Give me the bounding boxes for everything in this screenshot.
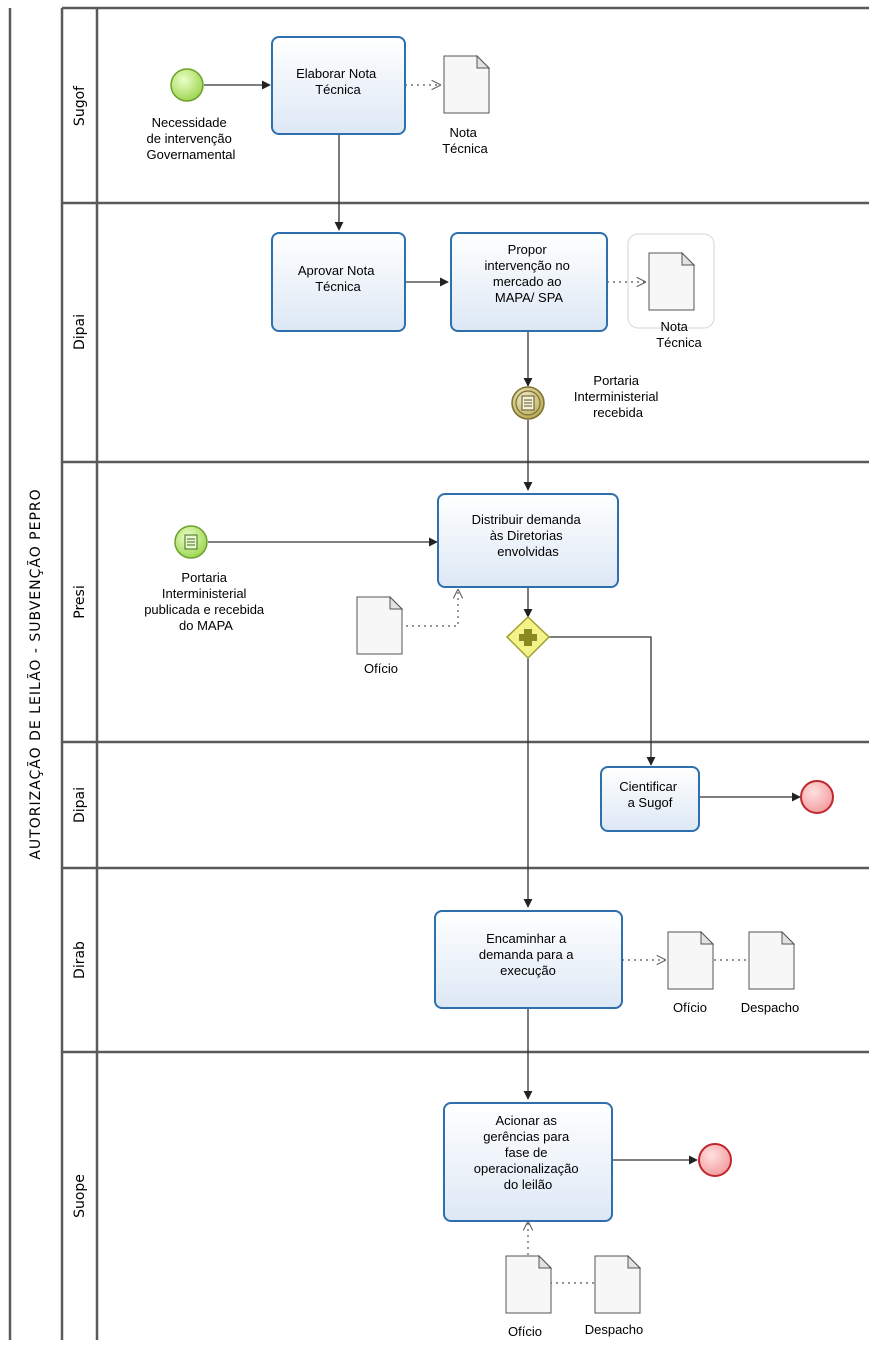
lane-label-presi: Presi [72, 585, 88, 618]
data-object-oficio-suope[interactable]: Ofício [505, 1254, 553, 1339]
document-icon [356, 596, 403, 655]
parallel-gateway[interactable] [505, 615, 551, 660]
data-object-oficio-dirab[interactable]: Ofício [667, 930, 715, 1015]
start-event-necessidade[interactable]: Necessidade de intervenção Governamental [147, 68, 236, 162]
sequence-flows [204, 80, 801, 1165]
pool: AUTORIZAÇÃO DE LEILÃO - SUBVENÇÃO PEPRO … [8, 6, 869, 1340]
lane-label-suope: Suope [72, 1174, 88, 1218]
document-icon [667, 931, 714, 990]
svg-text:Cientificar a Sugof: Cientificar a Sugof [619, 779, 680, 810]
intermediate-event-portaria-recebida[interactable]: Portaria Interministerial recebida [511, 373, 662, 420]
task-propor-intervencao[interactable]: Propor intervenção no mercado ao MAPA/ S… [450, 232, 608, 332]
lane-label-dirab: Dirab [72, 941, 88, 979]
svg-text:Ofício: Ofício [508, 1324, 542, 1339]
data-object-despacho-suope[interactable]: Despacho [585, 1254, 644, 1337]
svg-text:Nota Técnica: Nota Técnica [442, 125, 488, 156]
svg-text:Ofício: Ofício [364, 661, 398, 676]
svg-text:Portaria Interministeria: Portaria Interministerial recebida [574, 373, 662, 420]
task-elaborar-nota[interactable]: Elaborar Nota Técnica [271, 36, 406, 135]
task-aprovar-nota[interactable]: Aprovar Nota Técnica [271, 232, 406, 332]
lane-label-dipai-1: Dipai [72, 314, 88, 350]
svg-text:Acionar as gerências par: Acionar as gerências para fase de operac… [474, 1113, 582, 1192]
data-object-nota-tecnica-2[interactable]: Nota Técnica [627, 233, 715, 350]
end-event-icon [698, 1143, 732, 1177]
svg-text:Portaria Interministeria: Portaria Interministerial publicada e re… [144, 570, 268, 633]
svg-text:Elaborar Nota Técnica: Elaborar Nota Técnica [296, 66, 380, 97]
svg-text:Encaminhar a demanda par: Encaminhar a demanda para a execução [479, 931, 577, 978]
pool-title: AUTORIZAÇÃO DE LEILÃO - SUBVENÇÃO PEPRO [27, 488, 44, 859]
flow-gateway-to-cientificar [547, 636, 656, 766]
data-object-despacho-dirab[interactable]: Despacho [741, 930, 800, 1015]
task-distribuir-demanda[interactable]: Distribuir demanda às Diretorias envolvi… [437, 493, 619, 588]
svg-text:Despacho: Despacho [741, 1000, 800, 1015]
document-icon [648, 252, 695, 311]
svg-text:Propor intervenção no: Propor intervenção no mercado ao MAPA/ S… [485, 242, 574, 305]
task-encaminhar-demanda[interactable]: Encaminhar a demanda para a execução [434, 910, 623, 1009]
data-object-nota-tecnica-1[interactable]: Nota Técnica [442, 54, 491, 156]
svg-text:Necessidade de intervenç: Necessidade de intervenção Governamental [147, 115, 236, 162]
associations [400, 85, 748, 1284]
lane-label-dipai-2: Dipai [72, 787, 88, 823]
assoc-oficio-distribuir [400, 590, 458, 627]
data-object-frame [627, 233, 715, 329]
svg-text:Nota Técnica: Nota Técnica [656, 319, 702, 350]
svg-text:Distribuir demanda às Di: Distribuir demanda às Diretorias envolvi… [472, 512, 585, 559]
data-object-oficio-presi[interactable]: Ofício [356, 595, 404, 676]
svg-text:Despacho: Despacho [585, 1322, 644, 1337]
document-icon [748, 931, 795, 990]
document-icon [505, 1255, 552, 1314]
plus-icon [519, 629, 537, 646]
task-acionar-gerencias[interactable]: Acionar as gerências para fase de operac… [443, 1102, 613, 1222]
end-event-icon [800, 780, 834, 814]
document-icon [443, 55, 490, 114]
svg-text:Ofício: Ofício [673, 1000, 707, 1015]
start-event-icon [170, 68, 204, 102]
end-event-cientificar[interactable] [800, 780, 834, 814]
lane-label-sugof: Sugof [72, 85, 88, 126]
task-cientificar-sugof[interactable]: Cientificar a Sugof [600, 766, 700, 832]
svg-text:Aprovar Nota Técnica: Aprovar Nota Técnica [298, 263, 378, 294]
start-event-portaria-publicada[interactable]: Portaria Interministerial publicada e re… [144, 525, 268, 633]
document-icon [594, 1255, 641, 1314]
end-event-acionar[interactable] [698, 1143, 732, 1177]
